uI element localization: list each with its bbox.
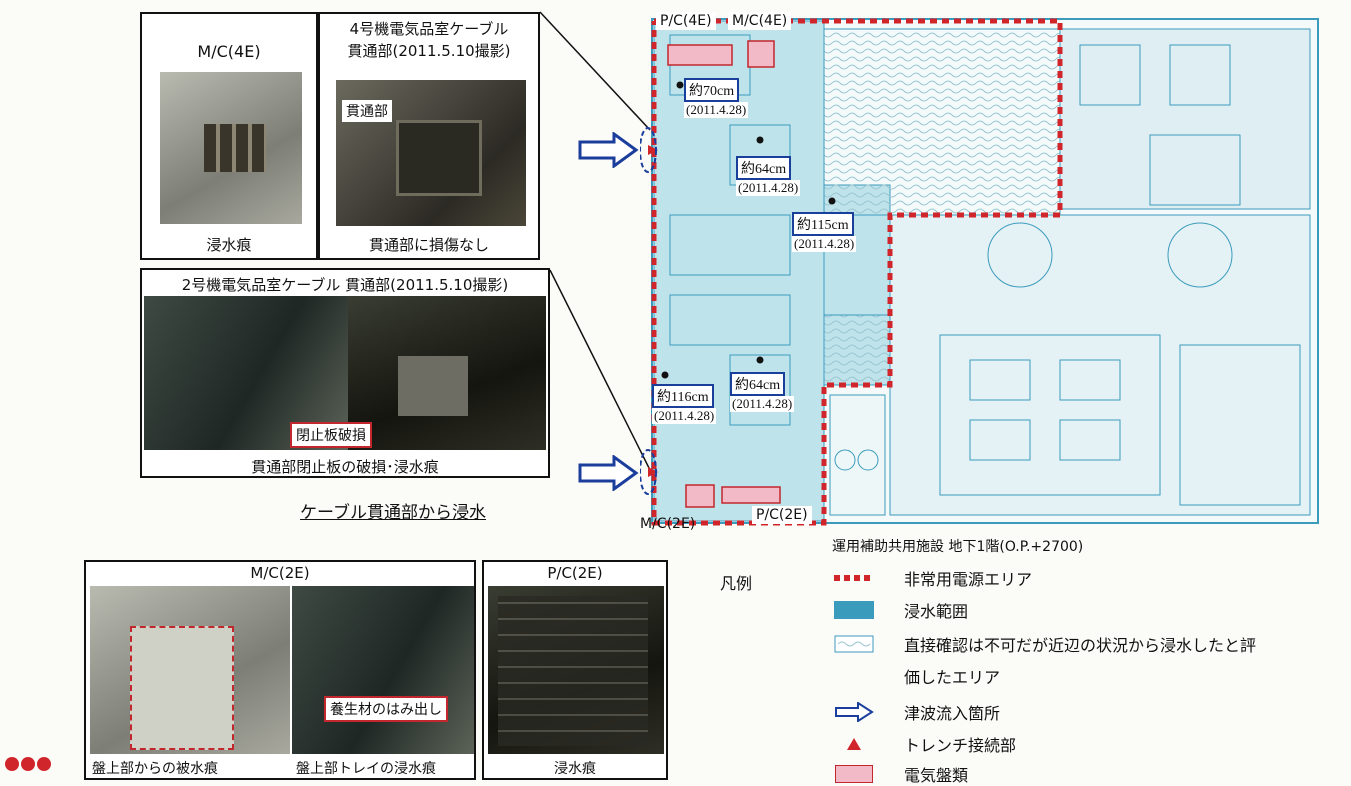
- photo-panel-mc2e: M/C(2E) 養生材のはみ出し 盤上部からの被水痕 盤上部トレイの浸水痕: [84, 560, 476, 780]
- plan-label-mc4e: M/C(4E): [728, 12, 792, 30]
- measurement-value: 約70cm: [684, 78, 740, 102]
- photo-caption-right: 盤上部トレイの浸水痕: [296, 761, 436, 777]
- tsunami-inflow-arrow-upper: [578, 132, 639, 168]
- plan-label-pc2e: P/C(2E): [752, 506, 812, 524]
- photo-title: P/C(2E): [547, 564, 603, 582]
- floor-plan: [640, 18, 1319, 526]
- measurement-value: 約64cm: [736, 156, 792, 180]
- photo-panel-pc2e: P/C(2E) 浸水痕: [482, 560, 668, 780]
- photo-title-line2: 貫通部(2011.5.10撮影): [347, 42, 511, 60]
- legend-label: 電気盤類: [904, 766, 969, 785]
- legend-item-flood-range: 浸水範囲: [832, 598, 968, 622]
- measurement-value: 約64cm: [730, 372, 786, 396]
- measurement-value: 約115cm: [792, 212, 854, 236]
- plan-caption: 運用補助共用施設 地下1階(O.P.+2700): [832, 539, 1084, 555]
- triangle-icon: [832, 734, 876, 754]
- tsunami-inflow-arrow-lower: [578, 455, 639, 491]
- dotted-line-icon: [832, 568, 876, 588]
- photo-panel-unit4-penetration: 4号機電気品室ケーブル 貫通部(2011.5.10撮影) 貫通部 貫通部に損傷な…: [318, 12, 540, 260]
- cable-penetration-heading: ケーブル貫通部から浸水: [300, 503, 486, 523]
- photo-label: 閉止板破損: [290, 422, 372, 448]
- photo-title: 2号機電気品室ケーブル 貫通部(2011.5.10撮影): [181, 276, 509, 294]
- measurement-date: (2011.4.28): [684, 102, 749, 118]
- photo-caption: 浸水痕: [554, 761, 596, 777]
- legend-label: 津波流入箇所: [904, 704, 1001, 723]
- company-logo: [4, 754, 64, 786]
- photo-caption: 浸水痕: [206, 236, 252, 254]
- measurement-4: 約64cm (2011.4.28): [730, 372, 795, 412]
- legend-label: トレンチ接続部: [904, 736, 1017, 755]
- photo-title: M/C(4E): [197, 42, 261, 61]
- photo-image: [488, 586, 664, 754]
- measurement-5: 約116cm (2011.4.28): [652, 384, 717, 424]
- measurement-date: (2011.4.28): [736, 180, 801, 196]
- legend-item-tsunami-inflow: 津波流入箇所: [832, 700, 1000, 724]
- arrow-icon: [832, 702, 876, 722]
- legend-label: 非常用電源エリア: [904, 570, 1033, 589]
- photo-image-right: [348, 296, 546, 450]
- photo-title: M/C(2E): [250, 564, 310, 582]
- photo-image-right: [292, 586, 474, 754]
- photo-image: [160, 72, 302, 224]
- wavy-box-icon: [832, 634, 876, 654]
- photo-label: 養生材のはみ出し: [324, 696, 448, 722]
- pink-box-icon: [832, 764, 876, 784]
- legend-title: 凡例: [720, 574, 753, 593]
- plan-label-pc4e: P/C(4E): [656, 12, 716, 30]
- measurement-3: 約115cm (2011.4.28): [792, 212, 857, 252]
- legend-item-emergency-area: 非常用電源エリア: [832, 566, 1032, 590]
- measurement-date: (2011.4.28): [652, 408, 717, 424]
- measurement-date: (2011.4.28): [730, 396, 795, 412]
- legend-item-trench: トレンチ接続部: [832, 732, 1016, 756]
- measurement-1: 約70cm (2011.4.28): [684, 78, 749, 118]
- legend: 非常用電源エリア 浸水範囲 直接確認は不可だが近辺の状況から浸水したと評 価した…: [832, 566, 1332, 786]
- legend-label: 直接確認は不可だが近辺の状況から浸水したと評: [904, 636, 1257, 655]
- measurement-2: 約64cm (2011.4.28): [736, 156, 801, 196]
- legend-item-assessed-area-cont: 価したエリア: [904, 664, 1000, 688]
- measurement-value: 約116cm: [652, 384, 714, 408]
- plan-label-mc2e: M/C(2E): [640, 516, 696, 532]
- filled-box-icon: [832, 600, 876, 620]
- legend-label: 価したエリア: [904, 668, 1001, 687]
- measurement-date: (2011.4.28): [792, 236, 857, 252]
- legend-item-assessed-area: 直接確認は不可だが近辺の状況から浸水したと評: [832, 632, 1256, 656]
- legend-label: 浸水範囲: [904, 602, 969, 621]
- photo-caption: 貫通部閉止板の破損･浸水痕: [251, 458, 439, 476]
- photo-panel-unit2-penetration: 2号機電気品室ケーブル 貫通部(2011.5.10撮影) 閉止板破損 貫通部閉止…: [140, 268, 550, 478]
- photo-title-line1: 4号機電気品室ケーブル: [349, 20, 509, 38]
- legend-item-electrical-panels: 電気盤類: [832, 762, 968, 786]
- photo-panel-mc4e: M/C(4E) 浸水痕: [140, 12, 318, 260]
- photo-image-left: [90, 586, 290, 754]
- photo-caption-left: 盤上部からの被水痕: [92, 761, 218, 777]
- photo-label: 貫通部: [342, 100, 392, 122]
- photo-caption: 貫通部に損傷なし: [368, 236, 489, 254]
